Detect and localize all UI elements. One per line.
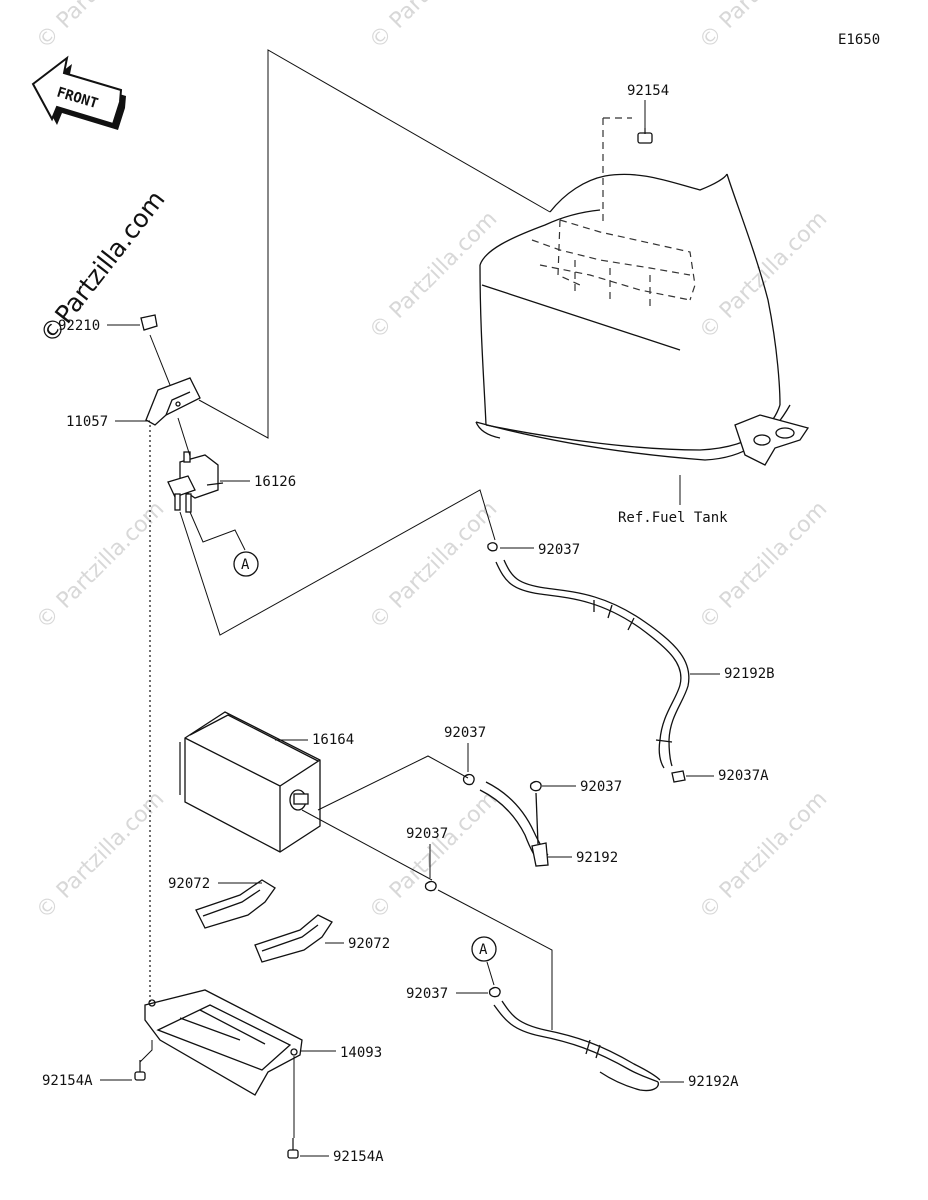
valve-16126-icon xyxy=(167,451,224,513)
tray-14093-icon xyxy=(144,989,303,1096)
part-label-92037-upper: 92037 xyxy=(538,542,580,558)
part-label-92072-upper: 92072 xyxy=(168,876,210,892)
clamp-92072-lower-icon xyxy=(254,914,333,963)
watermark: © Partzilla.com xyxy=(32,0,170,54)
watermark: © Partzilla.com xyxy=(365,0,503,54)
watermark: © Partzilla.com xyxy=(365,497,503,635)
bolt-92154A-left-icon xyxy=(134,1060,146,1081)
bracket-11057-icon xyxy=(145,377,201,426)
clip-92037-mid-left-icon xyxy=(462,773,475,786)
callout-a-upper-label: A xyxy=(241,557,250,573)
nut-92210-icon xyxy=(140,314,158,331)
part-label-92192B: 92192B xyxy=(724,666,775,682)
callout-a-lower-label: A xyxy=(479,942,488,958)
bracket-to-tank-leader xyxy=(198,49,551,439)
clip-92037A-icon xyxy=(671,770,686,783)
canister-16164-icon xyxy=(179,711,321,853)
clamp-92072-upper-icon xyxy=(195,879,276,929)
bolt-92154-icon xyxy=(637,128,653,144)
watermark: © Partzilla.com xyxy=(32,497,170,635)
part-label-92192: 92192 xyxy=(576,850,618,866)
watermark: © Partzilla.com xyxy=(695,0,833,54)
watermark: © Partzilla.com xyxy=(695,787,833,925)
part-label-92154: 92154 xyxy=(627,83,669,99)
fuel-tank-reference xyxy=(475,118,810,466)
clip-92037-upper-icon xyxy=(487,542,498,552)
part-label-16164: 16164 xyxy=(312,732,354,748)
ref-fuel-tank-label: Ref.Fuel Tank xyxy=(618,510,728,526)
part-label-92154A-right: 92154A xyxy=(333,1149,384,1165)
part-label-92037-lower: 92037 xyxy=(406,826,448,842)
diagram-code: E1650 xyxy=(838,32,880,48)
part-label-92154A-left: 92154A xyxy=(42,1073,93,1089)
watermark: © Partzilla.com xyxy=(32,787,170,925)
callout-a-lower xyxy=(471,936,497,962)
hose-92192-icon xyxy=(479,781,549,867)
part-label-92037-mid-right: 92037 xyxy=(580,779,622,795)
part-label-92037-bottom: 92037 xyxy=(406,986,448,1002)
clip-92037-bottom-icon xyxy=(488,986,501,998)
hose-92192A-icon xyxy=(493,1000,661,1092)
part-label-92192A: 92192A xyxy=(688,1074,739,1090)
part-label-92037-mid-left: 92037 xyxy=(444,725,486,741)
clip-92037-lower-icon xyxy=(424,880,437,892)
clip-92037-mid-right-icon xyxy=(529,780,542,792)
part-label-14093: 14093 xyxy=(340,1045,382,1061)
front-arrow-icon: FRONT xyxy=(31,55,126,130)
part-label-92037A: 92037A xyxy=(718,768,769,784)
hose-92192B-icon xyxy=(495,559,690,769)
callout-a-upper xyxy=(233,551,259,577)
bolt-92154A-right-icon xyxy=(287,1138,299,1159)
watermarks: © Partzilla.com © Partzilla.com © Partzi… xyxy=(32,0,833,924)
part-label-16126: 16126 xyxy=(254,474,296,490)
part-label-92210: 92210 xyxy=(58,318,100,334)
part-label-11057: 11057 xyxy=(66,414,108,430)
watermark: © Partzilla.com xyxy=(695,207,833,345)
part-label-92072-lower: 92072 xyxy=(348,936,390,952)
